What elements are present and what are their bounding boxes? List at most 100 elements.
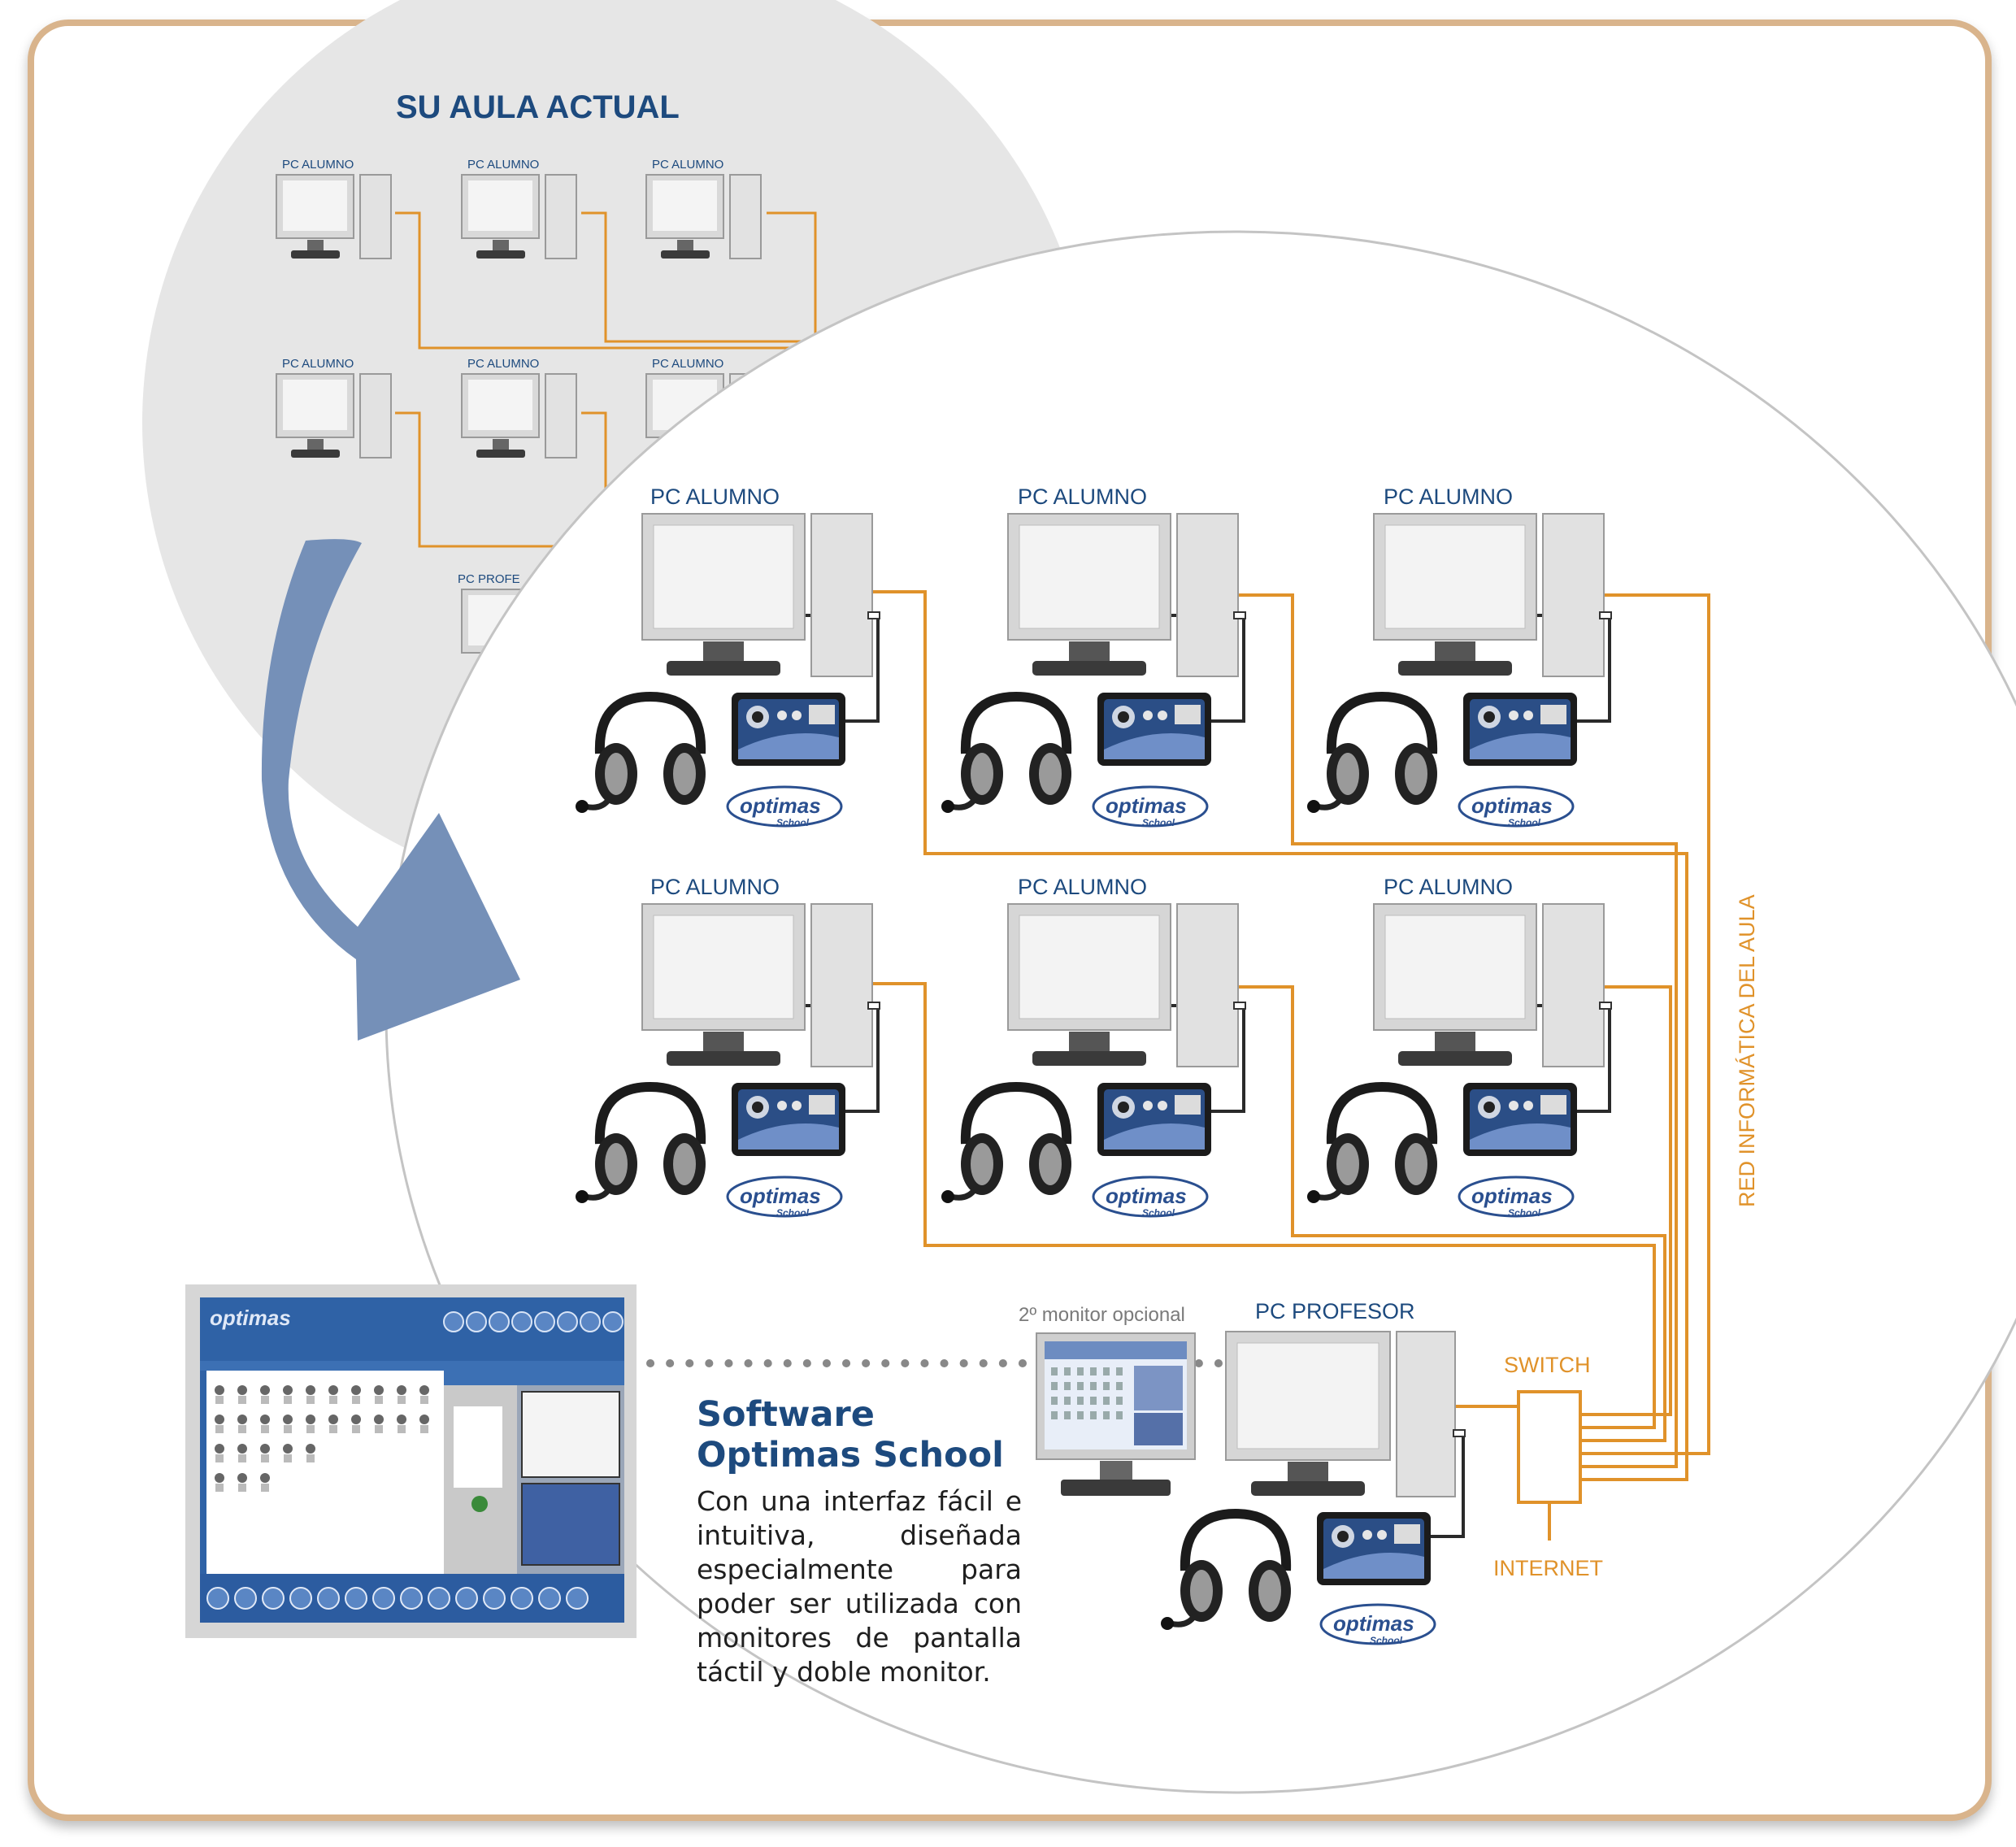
dock-icon: [511, 1587, 533, 1610]
headset-pad-right: [673, 753, 696, 795]
mini-icon: [1116, 1367, 1123, 1375]
user-avatar: [260, 1473, 270, 1483]
user-avatar-body: [238, 1425, 246, 1433]
headset-pad-right: [1258, 1570, 1281, 1612]
headset-icon: [1307, 691, 1438, 813]
software-description: Con una interfaz fácil e intuitiva, dise…: [697, 1485, 1022, 1688]
network-cable: [1580, 593, 1710, 1455]
optimas-logo-sub: School: [1508, 1207, 1541, 1219]
headset-icon: [941, 1081, 1072, 1203]
software-user-grid: [215, 1385, 429, 1492]
toolbar-icon: [466, 1311, 487, 1332]
toolbar-icon: [489, 1311, 510, 1332]
mini-icon: [1051, 1411, 1058, 1419]
control-box-swoosh: [738, 1123, 839, 1149]
user-avatar: [215, 1473, 224, 1483]
control-box-label: [1394, 1524, 1420, 1544]
pc-port: [1599, 611, 1612, 619]
optimas-logo-sub: School: [1142, 1207, 1175, 1219]
student-pc: [1373, 513, 1612, 677]
pc-tower: [1542, 513, 1605, 677]
user-avatar-body: [215, 1454, 224, 1462]
headset-icon: [1307, 1081, 1438, 1203]
headset-mic: [1307, 800, 1320, 813]
student-pc-label: PC ALUMNO: [1384, 485, 1513, 509]
headset-pad-left: [605, 1143, 628, 1185]
mini-icon: [1051, 1367, 1058, 1375]
headset-pad-right: [673, 1143, 696, 1185]
user-avatar: [237, 1444, 247, 1454]
pc-tower: [1542, 903, 1605, 1067]
pc-tower: [810, 513, 873, 677]
network-cable: [870, 982, 1656, 1429]
control-box-swoosh: [1104, 1123, 1205, 1149]
optimas-logo-text: optimas: [1471, 1184, 1553, 1208]
student-pc: [641, 903, 880, 1067]
headset-pad-right: [1405, 753, 1427, 795]
headset-pad-left: [1336, 1143, 1359, 1185]
toolbar-icon: [443, 1311, 464, 1332]
mini-icon: [1077, 1367, 1084, 1375]
control-box-button: [1523, 1101, 1533, 1110]
user-avatar-body: [306, 1396, 315, 1404]
pc-screen: [653, 524, 794, 629]
mini-icon: [1064, 1397, 1071, 1405]
control-box-button: [792, 711, 802, 720]
user-avatar-body: [284, 1396, 292, 1404]
old-pc: PC ALUMNO: [461, 357, 577, 458]
old-pc-label: PC ALUMNO: [652, 357, 723, 371]
headset-pad-left: [1336, 753, 1359, 795]
pc-stand: [703, 1032, 744, 1053]
control-box-button: [777, 711, 787, 720]
user-avatar: [419, 1415, 429, 1424]
mini-icon: [1090, 1397, 1097, 1405]
control-box-knob-center: [1337, 1531, 1349, 1542]
dock-icon: [372, 1587, 395, 1610]
headset-icon: [576, 1081, 706, 1203]
headset-mic: [941, 1190, 954, 1203]
old-pc-label: PC ALUMNO: [652, 158, 723, 172]
optimas-logo-ring: [1319, 1603, 1436, 1645]
mini-icon: [1103, 1397, 1110, 1405]
user-avatar-body: [398, 1425, 406, 1433]
user-avatar: [306, 1444, 315, 1454]
teacher-pc-label: PC PROFESOR: [1255, 1299, 1415, 1323]
control-box-button: [1143, 711, 1153, 720]
user-avatar-body: [420, 1396, 428, 1404]
mini-icon: [1051, 1382, 1058, 1390]
teacher-pc-shape: [1225, 1331, 1466, 1497]
control-box-knob-center: [1484, 1102, 1495, 1113]
optimas-logo-text: optimas: [1106, 1184, 1187, 1208]
headset-mic: [576, 800, 589, 813]
pc-stand: [1069, 641, 1110, 663]
user-avatar: [260, 1385, 270, 1395]
optimas-logo-ring: [1458, 1176, 1575, 1218]
user-avatar-body: [398, 1396, 406, 1404]
user-avatar: [215, 1444, 224, 1454]
user-avatar: [419, 1385, 429, 1395]
student-pc: [1007, 513, 1246, 677]
control-box-label: [809, 1095, 835, 1115]
headset-mic: [1307, 1190, 1320, 1203]
pc-base: [667, 1051, 780, 1066]
user-avatar: [237, 1415, 247, 1424]
toolbar-icon: [580, 1311, 601, 1332]
old-pc: PC ALUMNO: [645, 158, 762, 259]
headset-icon: [576, 691, 706, 813]
control-box-icon: [1097, 1083, 1211, 1156]
student-pc: [641, 513, 880, 677]
dock-icon: [538, 1587, 561, 1610]
old-pc: PC ALUMNO: [276, 357, 392, 458]
headset-mic: [576, 1190, 589, 1203]
control-box-swoosh: [1470, 733, 1571, 759]
mini-icon: [1103, 1382, 1110, 1390]
mini-icon: [1077, 1411, 1084, 1419]
control-box-button: [1509, 711, 1519, 720]
pc-base: [1398, 1051, 1512, 1066]
